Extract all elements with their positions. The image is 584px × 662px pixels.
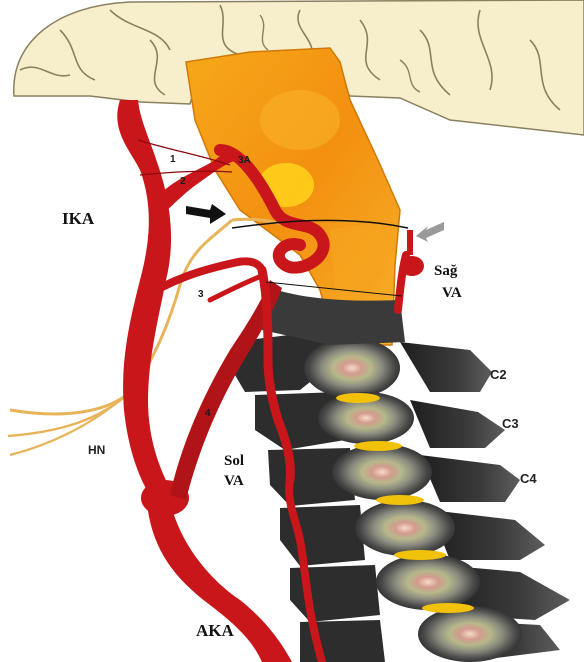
sol-va-label-line1: Sol (224, 453, 244, 469)
branch-number-1: 1 (170, 154, 176, 165)
branch-number-3: 3 (198, 289, 204, 300)
branch-number-4: 4 (205, 408, 211, 419)
sol-va-label-line2: VA (224, 473, 244, 489)
aka-label: AKA (196, 621, 235, 640)
branch-number-2: 2 (180, 176, 186, 187)
sag-va-label-line2: VA (442, 285, 462, 301)
c3-label: C3 (502, 416, 519, 431)
branch-number-3a: 3A (238, 155, 251, 166)
c2-label: C2 (490, 367, 507, 382)
c4-label: C4 (520, 471, 537, 486)
black-arrow-icon (186, 204, 226, 224)
ika-label: IKA (62, 209, 95, 228)
sag-va-label-line1: Sağ (434, 263, 458, 279)
gray-arrow-icon (416, 222, 444, 242)
hn-label: HN (88, 443, 105, 457)
